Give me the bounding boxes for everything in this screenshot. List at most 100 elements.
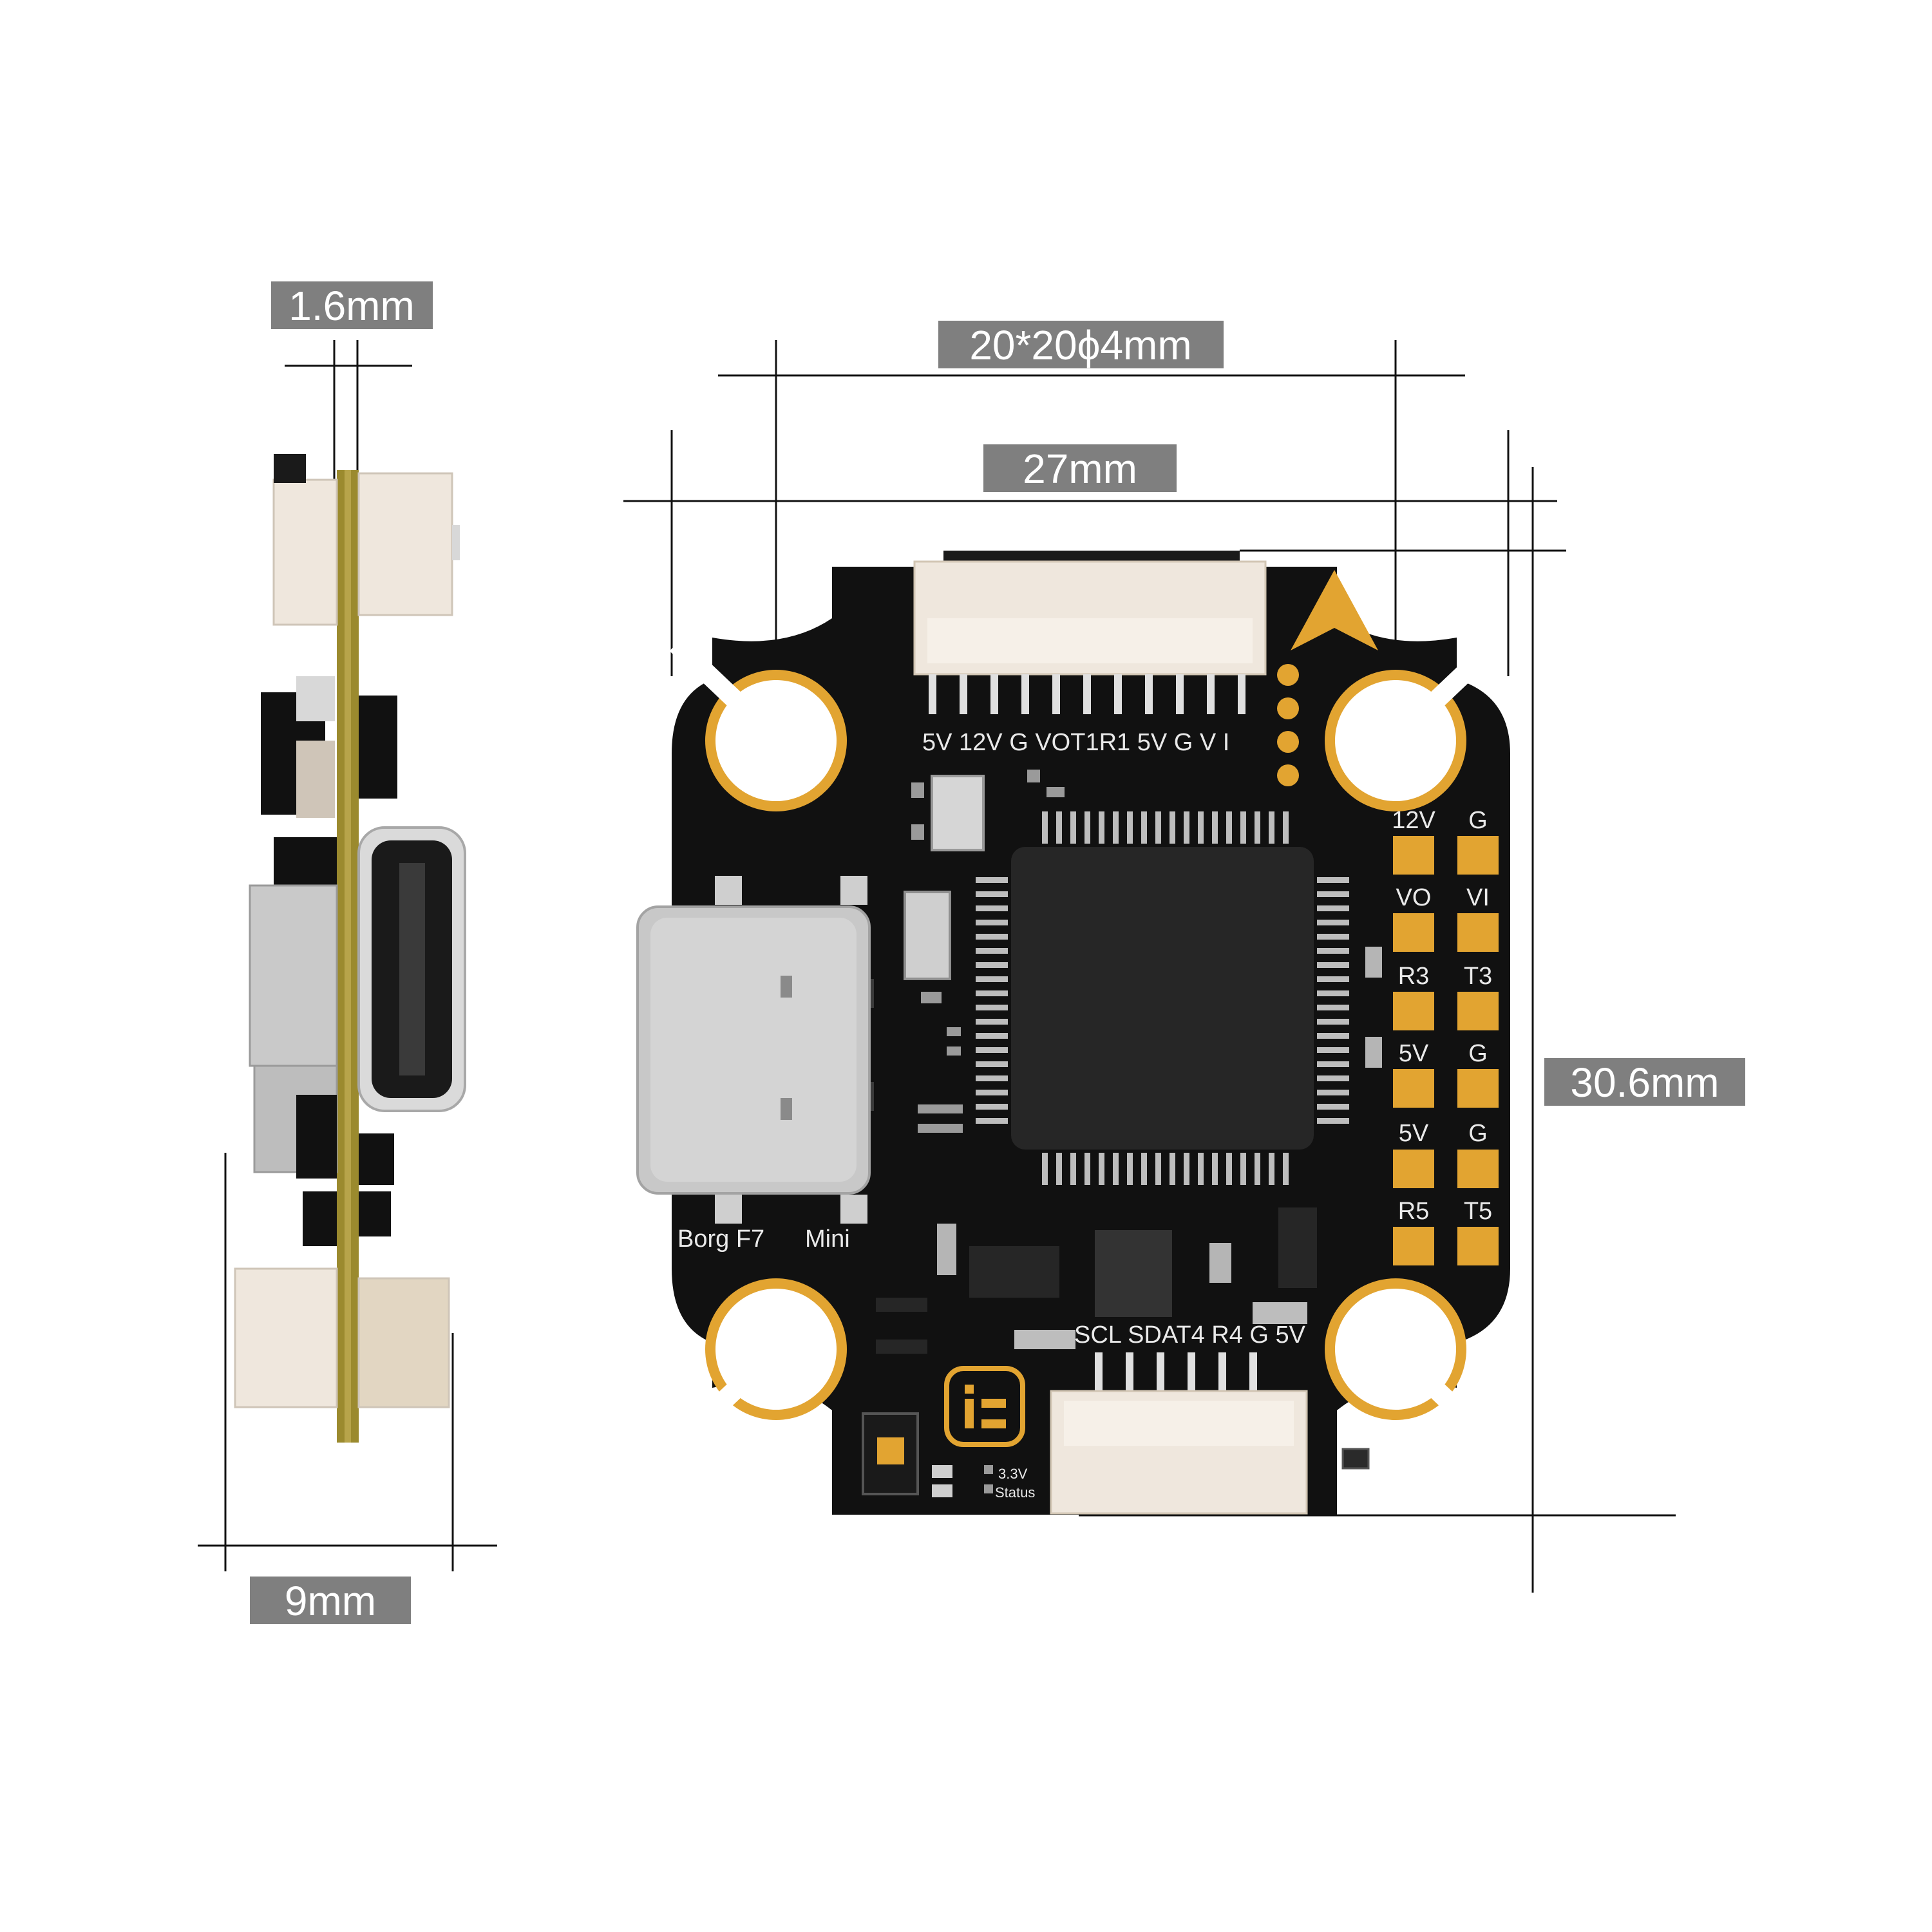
mount-label-bg	[938, 321, 1224, 368]
solder-pad	[1457, 836, 1499, 875]
mcu-pins-bottom	[1042, 1153, 1289, 1185]
usb-tab	[840, 876, 867, 905]
thickness-label-bg	[271, 281, 433, 329]
side-component	[274, 837, 337, 889]
smd-component	[918, 1104, 963, 1113]
solder-pad	[1393, 913, 1434, 952]
usb-slot-mark	[781, 976, 792, 998]
side-pcb-edge-highlight	[345, 470, 351, 1443]
mcu-chip	[1011, 847, 1314, 1150]
smd-component	[876, 1340, 927, 1354]
top-view: 20*20ϕ4mm 27mm 30.6mm	[623, 321, 1745, 1593]
brand-logo-mark	[965, 1399, 974, 1428]
direction-arrow-icon	[1291, 570, 1378, 650]
hole-slot	[669, 637, 748, 712]
smd-component	[1365, 947, 1382, 978]
solder-pad	[1457, 992, 1499, 1030]
solder-pad	[1393, 1227, 1434, 1265]
smd-component	[984, 1465, 993, 1474]
mcu-pins-right	[1317, 877, 1349, 1124]
status-led-label-status: Status	[995, 1484, 1035, 1501]
ic-component	[1278, 1208, 1317, 1288]
smd-component	[1209, 1243, 1231, 1283]
side-component	[296, 1095, 337, 1179]
brand-logo-mark	[981, 1399, 1006, 1408]
pad-label: T5	[1464, 1198, 1492, 1225]
usb-tab	[715, 876, 742, 905]
solder-pad	[1457, 913, 1499, 952]
hole-slot	[1424, 637, 1502, 712]
smd-component	[1046, 787, 1065, 797]
top-connector-label: 5V 12V G VOT1R1 5V G V I	[922, 729, 1229, 756]
length-label: 30.6mm	[1570, 1059, 1719, 1106]
smd-component	[1014, 1330, 1075, 1349]
smd-component	[911, 782, 924, 798]
side-component	[359, 1133, 394, 1185]
side-bottom-connector-left	[234, 1267, 338, 1408]
ic-component	[1095, 1230, 1172, 1317]
board-name-suffix: Mini	[805, 1226, 850, 1253]
hole-slot	[1424, 1378, 1502, 1453]
brand-logo-icon	[944, 1366, 1025, 1447]
side-top-connector-left	[272, 478, 338, 626]
thickness-label: 1.6mm	[289, 283, 415, 329]
smd-component	[1341, 1448, 1370, 1470]
side-usb-shell-left	[249, 884, 338, 1067]
pad-label: G	[1468, 1120, 1488, 1147]
height-label-bg	[250, 1577, 411, 1624]
smd-component	[947, 1027, 961, 1036]
solder-pad	[1393, 1150, 1434, 1188]
solder-pads	[1393, 836, 1499, 1265]
usb-c-port[interactable]	[636, 876, 874, 1224]
pad-label: 12V	[1392, 807, 1435, 834]
pad-label: G	[1468, 1040, 1488, 1067]
pad-label: 5V	[1399, 1120, 1429, 1147]
solder-pad	[1393, 992, 1434, 1030]
width-label-bg	[983, 444, 1177, 492]
mcu-pins-top	[1042, 811, 1289, 844]
smd-component	[1365, 1037, 1382, 1068]
smd-component	[937, 1224, 956, 1275]
status-led	[932, 1484, 952, 1497]
pad-label: T3	[1464, 963, 1492, 990]
pad-label: 5V	[1399, 1040, 1429, 1067]
bottom-connector-label: SCL SDAT4 R4 G 5V	[1074, 1321, 1306, 1349]
side-top-connector-right	[357, 472, 453, 616]
mount-label: 20*20ϕ4mm	[969, 322, 1191, 368]
bottom-connector-pins	[1095, 1352, 1257, 1391]
status-led-label-3v3: 3.3V	[998, 1466, 1028, 1482]
usb-shell-highlight	[650, 918, 857, 1182]
smd-component	[947, 1046, 961, 1056]
pad-label: VO	[1396, 884, 1432, 911]
mcu-pins-left	[976, 877, 1008, 1124]
side-component	[359, 1191, 391, 1236]
smd-component	[921, 992, 942, 1003]
brand-logo-mark	[965, 1385, 974, 1394]
solder-pad	[1457, 1069, 1499, 1108]
smd-component	[911, 824, 924, 840]
pad-label: VI	[1466, 884, 1490, 911]
side-bottom-connector-right	[357, 1277, 450, 1408]
gold-dots	[1277, 664, 1299, 786]
solder-pad	[1457, 1150, 1499, 1188]
side-component	[296, 741, 335, 818]
smd-component	[918, 1124, 963, 1133]
boot-button-pad	[877, 1437, 904, 1464]
height-label: 9mm	[285, 1578, 376, 1624]
smd-component	[1253, 1302, 1307, 1324]
crystal-component	[904, 891, 951, 980]
smd-component	[1027, 770, 1040, 782]
sensor-component	[931, 775, 985, 851]
usb-tab	[840, 1195, 867, 1224]
side-component	[359, 696, 397, 799]
hole-slot	[669, 1378, 748, 1453]
solder-pad	[1457, 1227, 1499, 1265]
pad-label: R5	[1398, 1198, 1430, 1225]
regulator-component	[969, 1246, 1059, 1298]
solder-pad	[1393, 836, 1434, 875]
side-view: 1.6mm 9mm	[198, 281, 497, 1624]
pad-label: R3	[1398, 963, 1430, 990]
top-connector-pins	[929, 674, 1245, 714]
smd-component	[876, 1298, 927, 1312]
